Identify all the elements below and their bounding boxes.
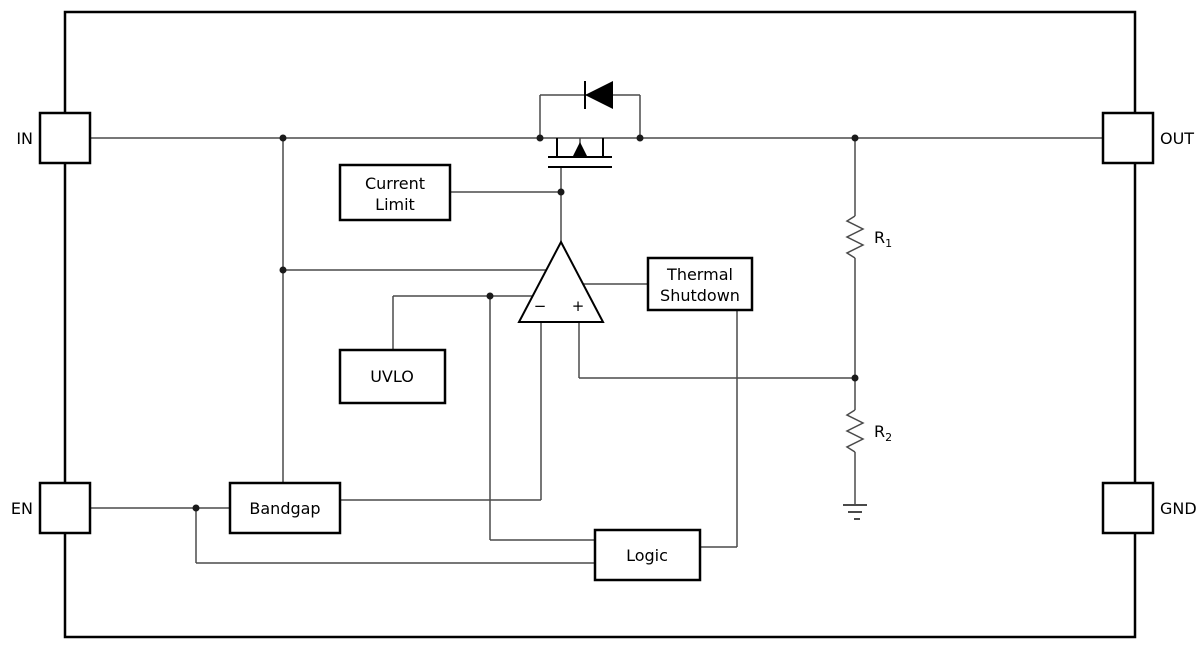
logic-box [593,528,702,582]
en-pin-box [38,481,92,535]
junction-dot [279,266,287,274]
junction-dot [636,134,644,142]
current-limit-box [338,163,452,222]
amp-inverting-input-label: − [534,297,547,315]
en-pin [38,481,92,535]
uvlo-label: UVLO [370,367,414,386]
uvlo-block: UVLO [338,348,447,405]
amp-noninverting-input-label: + [572,297,585,315]
error-amplifier-triangle [517,239,605,323]
chip-boundary [63,10,1137,639]
diode-triangle-icon [585,81,613,109]
thermal-shutdown-label-line1: Thermal [666,265,733,284]
gnd-pin-label: GND [1160,499,1197,518]
resistor-r1: R1 [845,215,892,259]
junction-dot [486,292,494,300]
resistor-r2-label: R2 [874,422,892,444]
in-pin [38,111,92,165]
resistor-r1-label: R1 [874,228,892,250]
resistor-r2-zigzag [845,409,865,453]
thermal-shutdown-box [646,256,754,312]
thermal-shutdown-label-line2: Shutdown [660,286,740,305]
uvlo-box [338,348,447,405]
bandgap-label: Bandgap [249,499,320,518]
gnd-pin-box [1101,481,1155,535]
in-pin-box [38,111,92,165]
logic-block: Logic [593,528,702,582]
resistor-r2: R2 [845,409,892,453]
gnd-pin [1101,481,1155,535]
bandgap-box [228,481,342,535]
out-pin [1101,111,1155,165]
junction-dot [851,134,859,142]
transistor-body-arrow-icon [573,142,587,156]
wires [90,94,1103,564]
en-pin-label: EN [11,499,33,518]
junction-dot [851,374,859,382]
error-amplifier: − + [517,239,605,323]
in-pin-label: IN [16,129,33,148]
out-pin-label: OUT [1160,129,1194,148]
body-diode [584,81,613,109]
current-limit-label-line1: Current [365,174,425,193]
resistor-r1-zigzag [845,215,865,259]
bandgap-block: Bandgap [228,481,342,535]
current-limit-block: Current Limit [338,163,452,222]
junction-dots [192,134,859,512]
pass-transistor [548,138,612,168]
junction-dot [192,504,200,512]
junction-dot [279,134,287,142]
out-pin-box [1101,111,1155,165]
ground-symbol [843,504,867,520]
junction-dot [536,134,544,142]
junction-dot [557,188,565,196]
thermal-shutdown-block: Thermal Shutdown [646,256,754,312]
current-limit-label-line2: Limit [375,195,415,214]
logic-label: Logic [626,546,668,565]
